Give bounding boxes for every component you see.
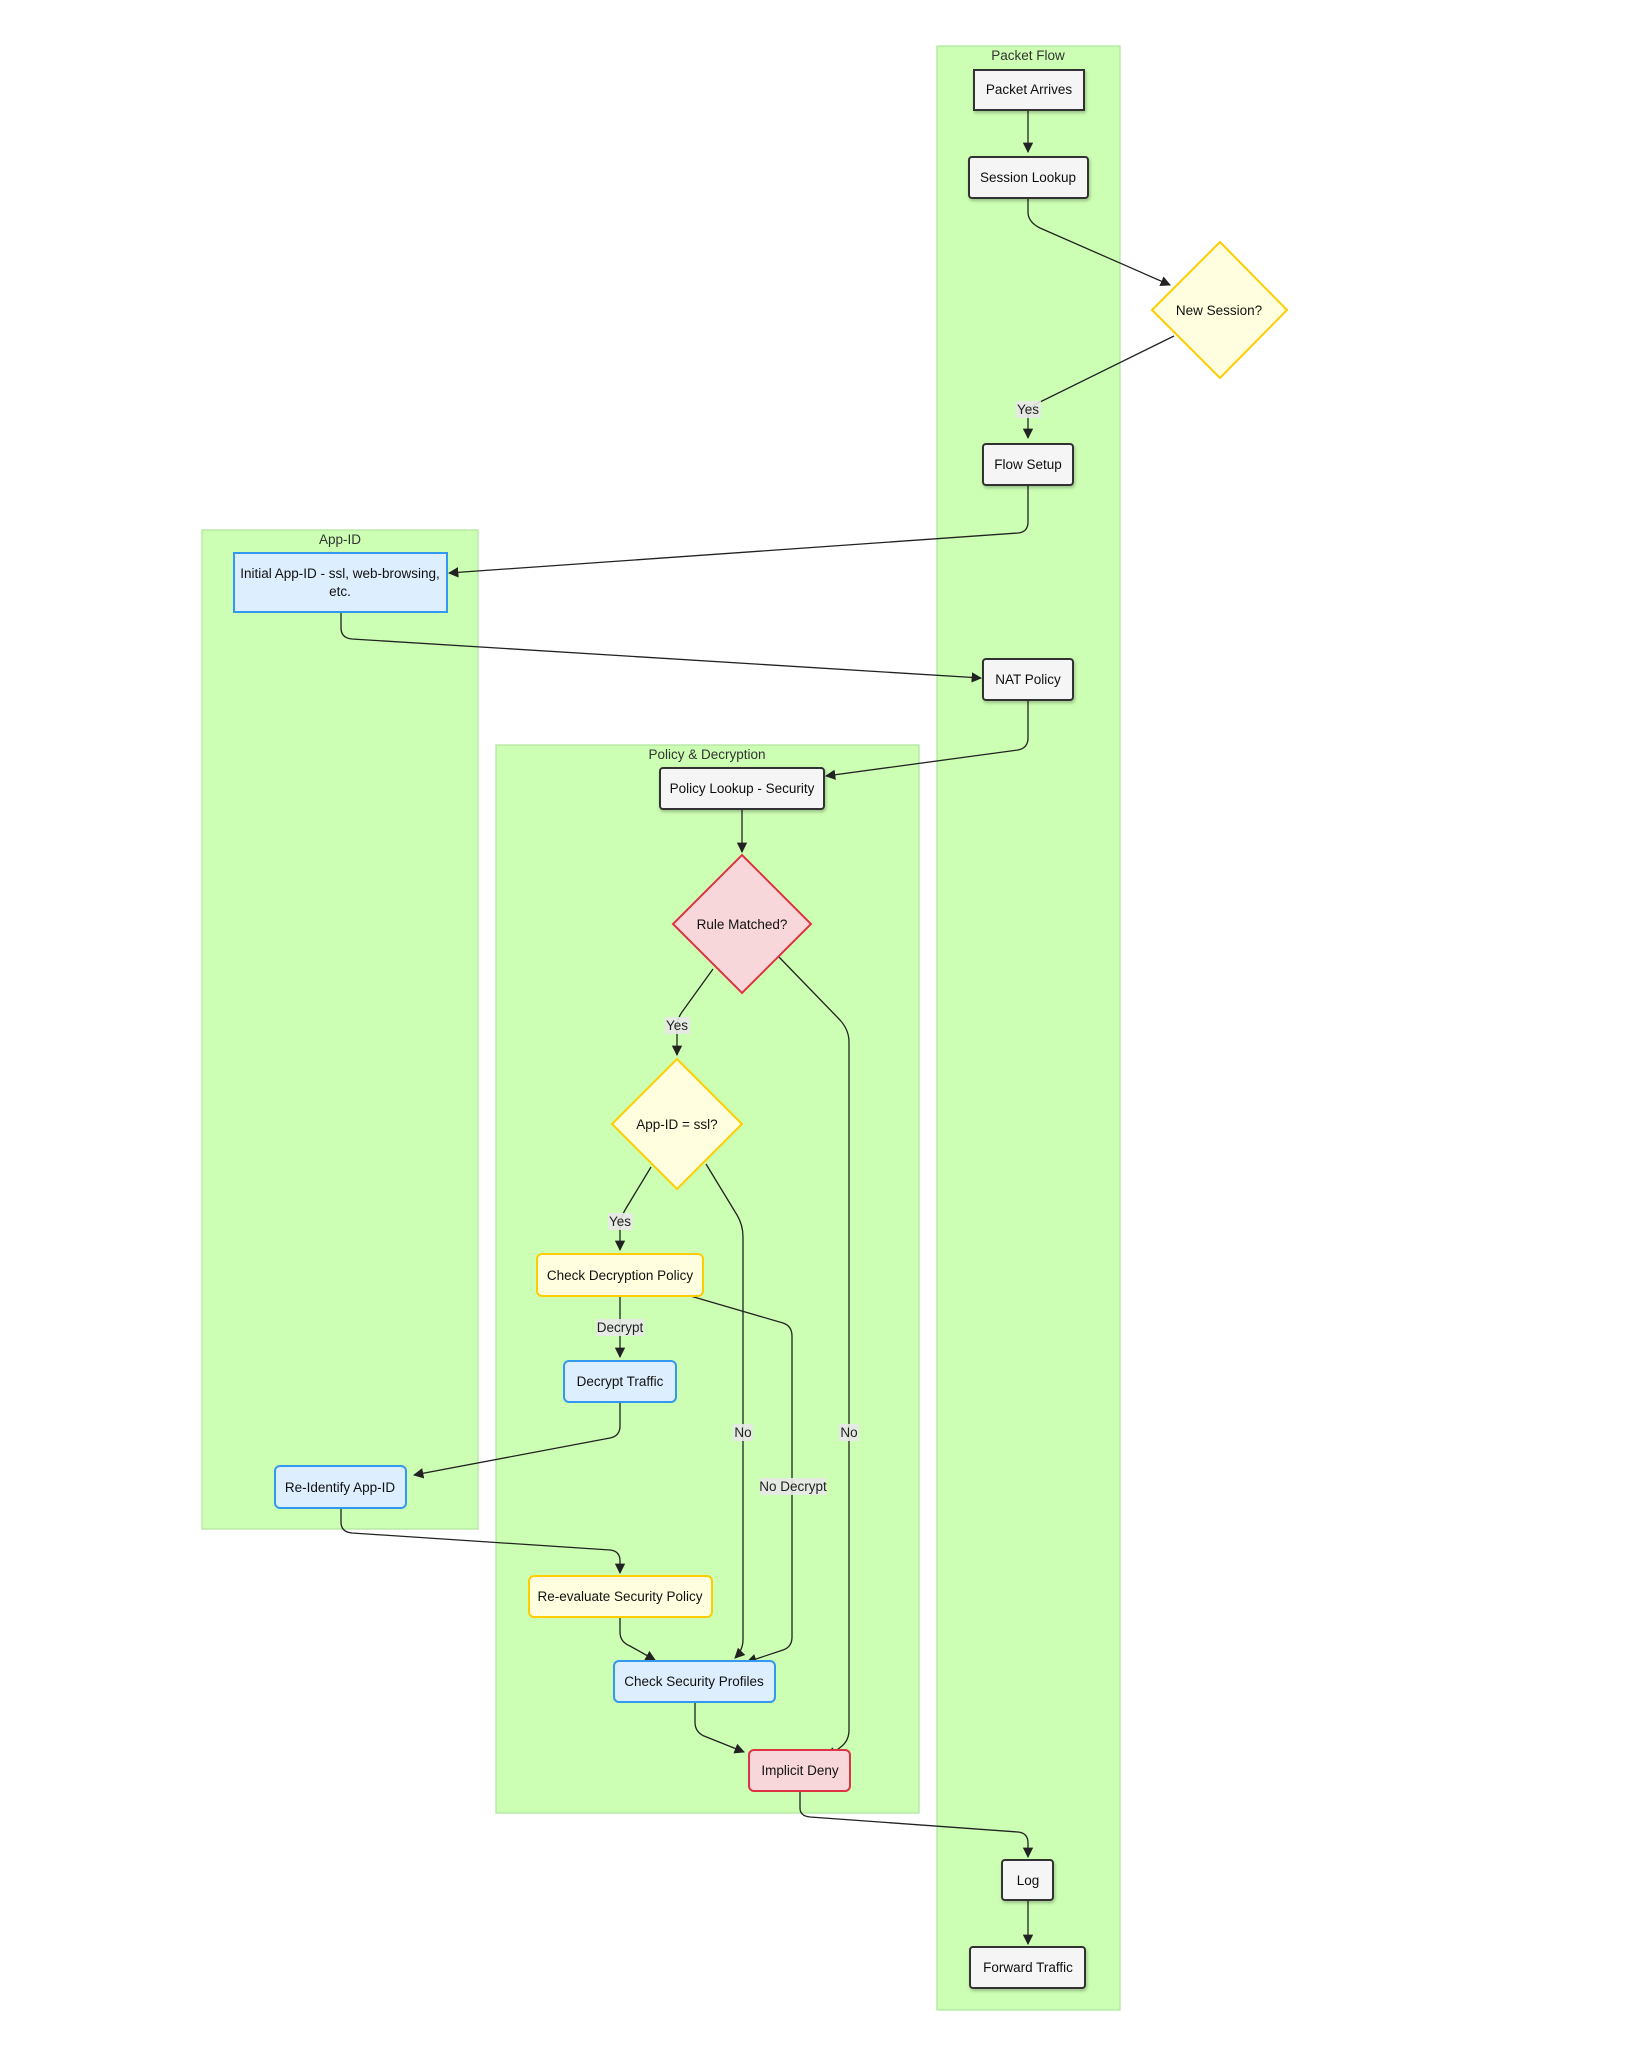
node-reevaluate-security-policy[interactable]: Re-evaluate Security Policy bbox=[528, 1575, 713, 1618]
svg-text:Check Decryption Policy: Check Decryption Policy bbox=[547, 1268, 694, 1283]
svg-text:Forward Traffic: Forward Traffic bbox=[983, 1960, 1073, 1975]
edge-flow-setup-to-initial-appid bbox=[447, 485, 1029, 578]
node-log[interactable]: Log bbox=[1001, 1859, 1054, 1901]
svg-text:App-ID = ssl?: App-ID = ssl? bbox=[636, 1117, 717, 1132]
node-nat-policy[interactable]: NAT Policy bbox=[982, 658, 1074, 701]
node-rule-matched-decision[interactable]: Rule Matched? bbox=[671, 853, 813, 995]
edge-label-yes-rule: Yes bbox=[665, 1017, 690, 1034]
edge-decrypt-to-reidentify bbox=[412, 1402, 621, 1479]
node-decrypt-traffic[interactable]: Decrypt Traffic bbox=[563, 1360, 677, 1403]
node-appid-ssl-decision[interactable]: App-ID = ssl? bbox=[610, 1057, 744, 1191]
edge-ssl-no-to-profiles bbox=[705, 1163, 746, 1659]
svg-text:Decrypt Traffic: Decrypt Traffic bbox=[577, 1374, 664, 1389]
svg-text:Rule Matched?: Rule Matched? bbox=[697, 917, 788, 932]
lane-policy-decryption-title: Policy & Decryption bbox=[648, 747, 765, 762]
svg-text:NAT Policy: NAT Policy bbox=[995, 672, 1061, 687]
svg-text:Initial App-ID - ssl, web-brow: Initial App-ID - ssl, web-browsing, bbox=[240, 566, 440, 581]
node-policy-lookup-security[interactable]: Policy Lookup - Security bbox=[659, 767, 825, 810]
svg-text:Check Security Profiles: Check Security Profiles bbox=[624, 1674, 764, 1689]
svg-text:Yes: Yes bbox=[666, 1018, 688, 1033]
svg-text:Log: Log bbox=[1017, 1873, 1040, 1888]
node-reidentify-appid[interactable]: Re-Identify App-ID bbox=[274, 1465, 407, 1509]
edge-label-yes-new-session: Yes bbox=[1016, 401, 1041, 418]
edge-reevaluate-to-profiles bbox=[619, 1617, 656, 1661]
lane-packet-flow: Packet Flow bbox=[936, 45, 1121, 2011]
svg-text:Implicit Deny: Implicit Deny bbox=[761, 1763, 839, 1778]
node-packet-arrives[interactable]: Packet Arrives bbox=[973, 69, 1085, 111]
edge-deny-to-log bbox=[799, 1791, 1034, 1859]
node-forward-traffic[interactable]: Forward Traffic bbox=[969, 1946, 1086, 1989]
svg-text:Yes: Yes bbox=[609, 1214, 631, 1229]
svg-text:Yes: Yes bbox=[1017, 402, 1039, 417]
edge-initial-appid-to-nat bbox=[340, 612, 983, 683]
lane-app-id: App-ID bbox=[201, 529, 479, 1530]
edge-label-decrypt: Decrypt bbox=[596, 1319, 644, 1336]
node-check-decryption-policy[interactable]: Check Decryption Policy bbox=[536, 1253, 704, 1297]
edge-label-no-decrypt: No Decrypt bbox=[759, 1478, 827, 1495]
lane-packet-flow-title: Packet Flow bbox=[991, 48, 1065, 63]
node-initial-appid[interactable]: Initial App-ID - ssl, web-browsing, etc. bbox=[233, 552, 448, 613]
svg-text:etc.: etc. bbox=[329, 584, 351, 599]
svg-text:No Decrypt: No Decrypt bbox=[759, 1479, 827, 1494]
edge-lookup-to-new-session bbox=[1027, 198, 1171, 287]
svg-text:Policy Lookup - Security: Policy Lookup - Security bbox=[670, 781, 815, 796]
edge-profiles-to-deny bbox=[694, 1702, 745, 1754]
svg-text:Packet Arrives: Packet Arrives bbox=[986, 82, 1073, 97]
node-implicit-deny[interactable]: Implicit Deny bbox=[748, 1749, 851, 1792]
lane-app-id-title: App-ID bbox=[319, 532, 361, 547]
svg-text:Flow Setup: Flow Setup bbox=[994, 457, 1062, 472]
edge-label-no-ssl: No bbox=[733, 1424, 753, 1441]
svg-text:No: No bbox=[840, 1425, 857, 1440]
node-new-session-decision[interactable]: New Session? bbox=[1150, 240, 1289, 380]
svg-text:Re-Identify App-ID: Re-Identify App-ID bbox=[285, 1480, 396, 1495]
edge-rule-no-to-deny bbox=[777, 955, 850, 1758]
node-flow-setup[interactable]: Flow Setup bbox=[982, 443, 1074, 486]
svg-text:New Session?: New Session? bbox=[1176, 303, 1262, 318]
edge-nat-to-policy-lookup bbox=[824, 700, 1029, 780]
svg-text:Session Lookup: Session Lookup bbox=[980, 170, 1076, 185]
edge-label-no-rule: No bbox=[839, 1424, 859, 1441]
svg-text:No: No bbox=[734, 1425, 751, 1440]
svg-text:Decrypt: Decrypt bbox=[597, 1320, 644, 1335]
node-session-lookup[interactable]: Session Lookup bbox=[968, 156, 1089, 199]
node-check-security-profiles[interactable]: Check Security Profiles bbox=[613, 1660, 776, 1703]
edge-labels: Yes Yes Yes Decrypt No No No Decrypt bbox=[596, 401, 1041, 1495]
edge-label-yes-ssl: Yes bbox=[608, 1213, 633, 1230]
svg-text:Re-evaluate Security Policy: Re-evaluate Security Policy bbox=[537, 1589, 702, 1604]
edge-reidentify-to-reevaluate bbox=[340, 1508, 626, 1575]
